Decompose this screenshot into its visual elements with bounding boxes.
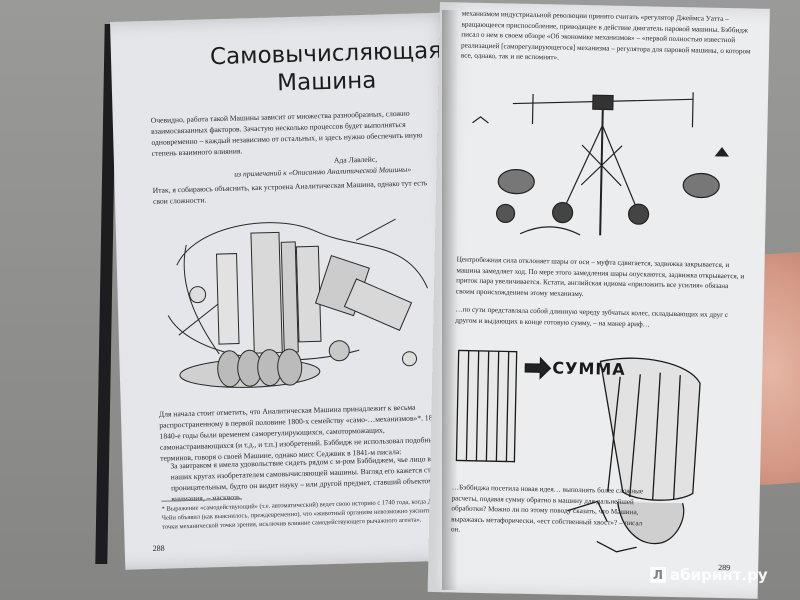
watermark: Л абиринт.ру xyxy=(650,566,768,584)
quote-author: Ада Лавлейс, xyxy=(333,154,378,165)
analytical-engine-illustration xyxy=(167,218,429,388)
summa-label: СУММА xyxy=(552,358,626,379)
book-gutter-shadow xyxy=(442,10,458,590)
difference-engine-illustration xyxy=(455,349,701,553)
watermark-text: абиринт.ру xyxy=(670,566,768,584)
labirint-logo-icon: Л xyxy=(650,567,666,583)
page-title: Самовычисляющая Машина xyxy=(206,37,447,100)
right-page: механизмом индустриальной революции прин… xyxy=(427,2,770,599)
left-page: Самовычисляющая Машина Очевидно, работа … xyxy=(110,12,471,570)
epigraph-text: Очевидно, работа такой Машины зависит от… xyxy=(150,108,423,158)
right-text-difference-engine: …по сути представляла собой длинную чере… xyxy=(455,305,729,328)
left-page-number: 288 xyxy=(152,543,165,554)
right-text-top: механизмом индустриальной революции прин… xyxy=(460,9,751,62)
governor-illustration xyxy=(472,92,730,236)
right-text-bottom: …Бэббиджа посетила новая идея… выполнять… xyxy=(451,483,644,533)
quote-source: из примечаний к «Описанию Аналитической … xyxy=(234,164,412,179)
right-text-governor: Центробежная сила отклоняет шары от оси … xyxy=(455,255,745,298)
quote-paragraph: За завтраком я имела удовольствие сидеть… xyxy=(170,454,446,504)
